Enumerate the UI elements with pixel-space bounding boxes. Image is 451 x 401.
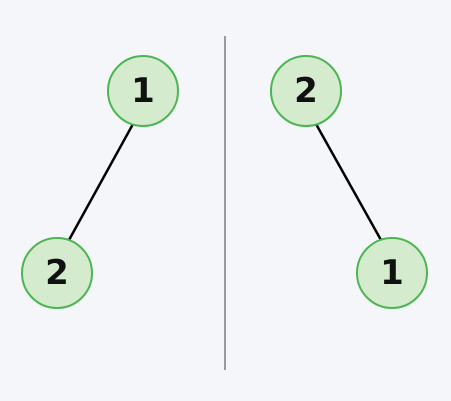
- right-child-label: 1: [380, 253, 404, 293]
- right-tree-edge: [314, 123, 383, 241]
- left-child-circle: [21, 237, 93, 309]
- left-tree-child-node: 2: [21, 237, 93, 309]
- right-root-label: 2: [294, 71, 318, 111]
- left-child-label: 2: [45, 253, 69, 293]
- left-root-label: 1: [131, 71, 155, 111]
- right-tree-child-node: 1: [356, 237, 428, 309]
- right-tree-root-node: 2: [270, 55, 342, 127]
- left-root-circle: [107, 55, 179, 127]
- right-root-circle: [270, 55, 342, 127]
- right-child-circle: [356, 237, 428, 309]
- left-tree-edge: [67, 123, 135, 241]
- left-tree-root-node: 1: [107, 55, 179, 127]
